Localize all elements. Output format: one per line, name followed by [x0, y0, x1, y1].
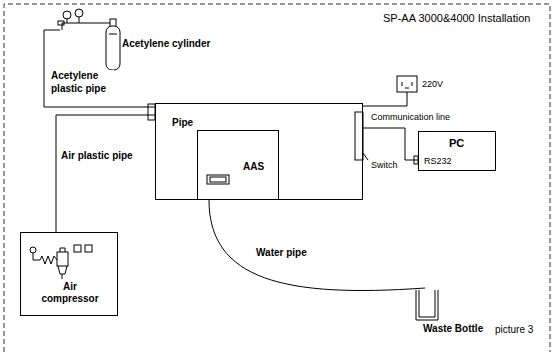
- dashed-frame: [4, 4, 550, 352]
- pipe-label: Air plastic pipe: [60, 150, 134, 163]
- node-text: Air compressor: [35, 281, 105, 305]
- voltage-label: 220V: [421, 79, 444, 90]
- outlet-pins: [402, 82, 412, 88]
- node-text: Waste Bottle: [423, 323, 483, 335]
- pipe-label: Acetylene plastic pipe: [50, 70, 114, 95]
- part-label: Switch: [370, 160, 399, 171]
- node-text: AAS: [243, 161, 264, 173]
- waste-bottle-drawing: [416, 290, 438, 320]
- air-regulator-drawing: [30, 245, 92, 279]
- instrument-box: PipeAAS: [155, 103, 363, 200]
- pipe-connector: [363, 128, 418, 160]
- switch-panel: [355, 112, 363, 160]
- gas-port: [148, 104, 155, 120]
- acetylene-cylinder-drawing: [58, 9, 120, 70]
- drain-slot: [207, 175, 229, 184]
- pipe-label: Water pipe: [255, 247, 308, 260]
- node-text: Acetylene cylinder: [122, 38, 210, 50]
- diagram-caption: picture 3: [494, 324, 534, 337]
- pipe-connector: [209, 200, 425, 291]
- cable-label: Communication line: [370, 112, 451, 123]
- power-cord: [363, 92, 407, 106]
- node-text: Pipe: [172, 117, 193, 129]
- leader-line: [363, 153, 368, 160]
- pipe-connector: [56, 115, 155, 232]
- pc-box: PC RS232: [418, 131, 496, 171]
- diagram-title: SP-AA 3000&4000 Installation: [382, 12, 531, 26]
- compressor-box: Air compressor: [20, 232, 118, 316]
- power-outlet: [397, 76, 417, 92]
- drain-slot-inner: [210, 177, 226, 182]
- gas-cylinder: Acetylene cylinder: [60, 8, 190, 70]
- node-text: PC: [449, 137, 464, 150]
- node-text: RS232: [424, 156, 452, 167]
- aas-unit-box: AAS: [197, 130, 279, 200]
